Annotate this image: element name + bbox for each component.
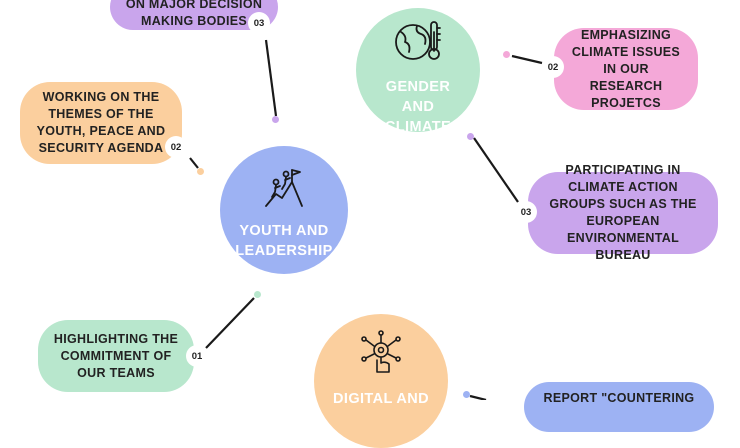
dot-actiongroups [467, 133, 474, 140]
item-commitment-text: HIGHLIGHTING THE COMMITMENT OF OUR TEAMS [53, 331, 179, 380]
item-decision-number: 03 [248, 12, 270, 34]
tech-hand-icon [359, 330, 403, 379]
item-research-text: EMPHASIZING CLIMATE ISSUES IN OUR RESEAR… [571, 27, 681, 110]
hub-gender-label: GENDER AND CLIMATE [384, 79, 452, 135]
hub-youth: YOUTH AND LEADERSHIP [220, 146, 348, 274]
diagram: ON MAJOR DECISION MAKING BODIES 03 WORKI… [20, 0, 718, 448]
dot-peace [197, 168, 204, 175]
hub-digital: DIGITAL AND [314, 314, 448, 448]
hub-gender: GENDER AND CLIMATE [356, 8, 480, 135]
item-research: EMPHASIZING CLIMATE ISSUES IN OUR RESEAR… [554, 28, 698, 110]
connector-research [511, 54, 543, 65]
connector-decision [264, 39, 278, 117]
item-actiongroups-text: PARTICIPATING IN CLIMATE ACTION GROUPS S… [549, 163, 697, 262]
item-peace-text: WORKING ON THE THEMES OF THE YOUTH, PEAC… [36, 90, 166, 155]
item-report: REPORT "COUNTERING [524, 382, 714, 432]
item-actiongroups: PARTICIPATING IN CLIMATE ACTION GROUPS S… [528, 163, 718, 262]
connector-commitment [205, 297, 255, 349]
item-peace-number: 02 [165, 136, 187, 158]
item-decision-text: ON MAJOR DECISION MAKING BODIES [125, 0, 263, 28]
item-actiongroups-number: 03 [515, 201, 537, 223]
dot-research [503, 51, 510, 58]
item-peace: WORKING ON THE THEMES OF THE YOUTH, PEAC… [20, 82, 182, 164]
mountain-climbers-icon [262, 168, 306, 213]
dot-decision [272, 116, 279, 123]
dot-commitment [254, 291, 261, 298]
connector-actiongroups [473, 137, 519, 203]
connector-report [469, 394, 487, 400]
item-research-number: 02 [542, 56, 564, 78]
item-commitment: HIGHLIGHTING THE COMMITMENT OF OUR TEAMS [38, 320, 194, 392]
connector-peace [189, 157, 199, 169]
dot-report [463, 391, 470, 398]
item-report-text: REPORT "COUNTERING [543, 391, 695, 405]
item-commitment-number: 01 [186, 345, 208, 367]
connector-lines [189, 39, 543, 400]
globe-thermometer-icon [393, 18, 443, 69]
hub-youth-label: YOUTH AND LEADERSHIP [235, 223, 333, 259]
hub-digital-label: DIGITAL AND [333, 391, 429, 407]
